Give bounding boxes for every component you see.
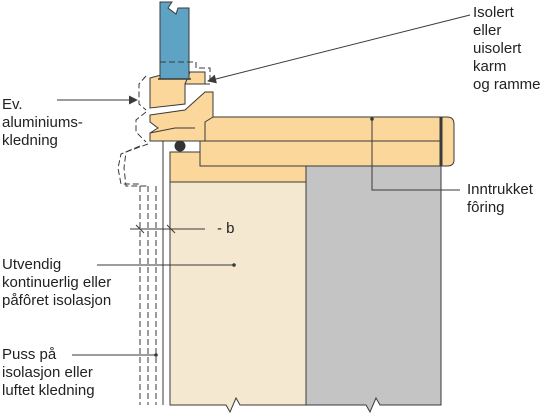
label-frame: Isolert eller uisolert karm og ramme <box>473 4 541 93</box>
label-exterior-insulation: Utvendig kontinuerlig eller påfôret isol… <box>2 256 112 309</box>
insulation-leader-dot <box>232 263 236 267</box>
glass-pane <box>158 1 191 80</box>
label-dimension-b: - b <box>217 220 235 237</box>
lining-leader-dot <box>370 117 374 121</box>
exterior-insulation <box>169 181 307 414</box>
render-leader-dot <box>154 353 158 357</box>
sealing-strip <box>174 140 186 152</box>
label-recessed-lining: Inntrukket fôring <box>467 181 533 216</box>
aluminium-cladding <box>117 61 211 187</box>
leader-lines <box>57 14 471 356</box>
dimension-b <box>130 224 205 234</box>
label-aluminium-cladding: Ev. aluminiums- kledning <box>2 96 83 149</box>
label-render-cladding: Puss på isolasjon eller luftet kledning <box>2 346 95 399</box>
window-frame <box>149 71 214 142</box>
lining-leader <box>371 119 460 191</box>
frame-leader <box>207 14 471 84</box>
concrete-wall <box>305 151 442 414</box>
interior-lining-board <box>199 116 455 167</box>
render-layer <box>139 186 157 405</box>
